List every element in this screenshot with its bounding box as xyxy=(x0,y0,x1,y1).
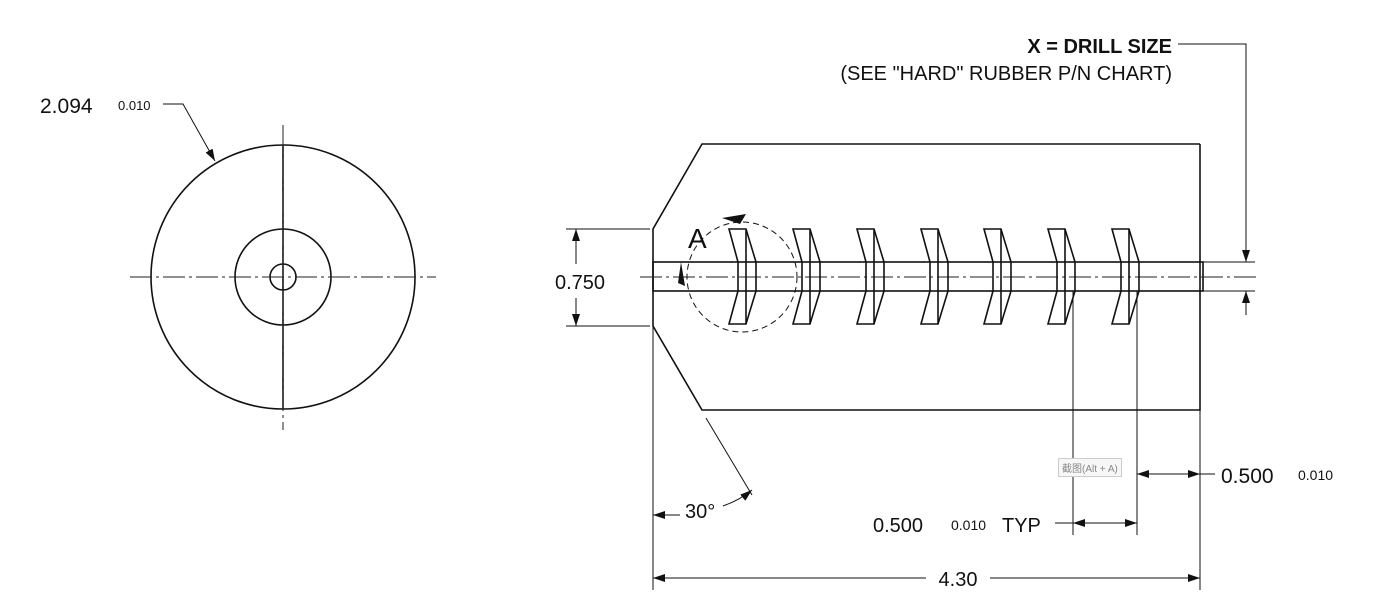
angle-dim: 30° xyxy=(685,501,715,523)
drill-subnote: (SEE "HARD" RUBBER P/N CHART) xyxy=(840,63,1172,85)
fins xyxy=(727,228,1140,325)
end-tol: 0.010 xyxy=(1298,467,1333,483)
end-dim: 0.500 xyxy=(1221,465,1274,488)
length-dim: 4.30 xyxy=(939,569,978,591)
detail-arrow-icon xyxy=(722,214,746,224)
side-view: A 0.750 X = DRILL SIZE (SEE "HARD" RUBBE… xyxy=(555,36,1333,591)
diameter-dim: 2.094 xyxy=(40,95,93,118)
pitch-suffix: TYP xyxy=(1002,515,1041,537)
pitch-tol: 0.010 xyxy=(951,517,986,533)
detail-label: A xyxy=(688,223,707,254)
drill-note: X = DRILL SIZE xyxy=(1027,36,1172,58)
detail-arrow-icon xyxy=(678,262,685,286)
screenshot-tooltip: 截图(Alt + A) xyxy=(1058,458,1122,477)
bore-dim: 0.750 xyxy=(555,272,605,294)
front-view: 2.094 0.010 xyxy=(40,95,436,430)
diameter-tol: 0.010 xyxy=(118,98,151,113)
pitch-dim: 0.500 xyxy=(873,515,923,537)
